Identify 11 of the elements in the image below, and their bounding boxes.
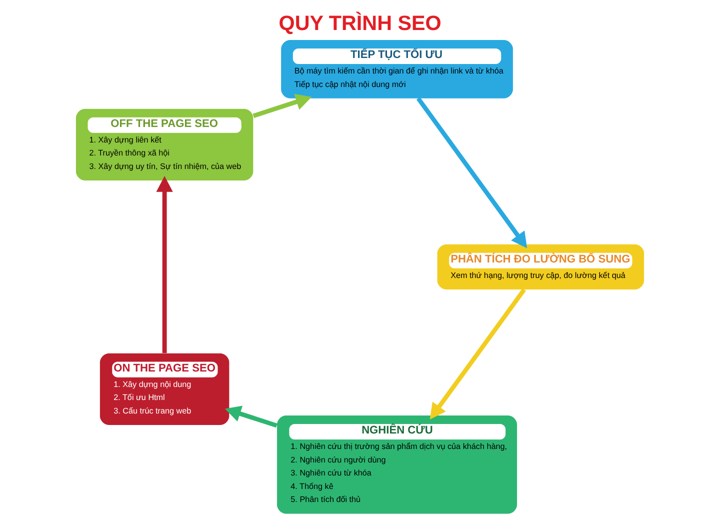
node-box: TIẾP TỤC TỐI ƯU Bộ máy tìm kiếm cần thời gian để ghi nhận link và từ khóa Tiếp tục cập nhật nội dung mới — [281, 40, 513, 98]
arrow — [416, 97, 528, 248]
node-box: ON THE PAGE SEO 1. Xây dựng nội dung 2. Tối ưu Html 3. Cấu trúc trang web — [100, 353, 230, 425]
node-box: PHÂN TÍCH ĐO LƯỜNG BỔ SUNG Xem thứ hạng, lượng truy cập, đo lường kết quả — [437, 244, 644, 290]
diagram-title: QUY TRÌNH SEO — [278, 12, 442, 35]
arrow — [156, 176, 173, 354]
arrow — [224, 406, 278, 428]
arrow — [252, 94, 312, 118]
node-box: OFF THE PAGE SEO 1. Xây dựng liên kết 2. Truyền thông xã hội 3. Xây dựng uy tín, Sự tín nhiệm, của web — [76, 108, 254, 181]
arrow — [430, 288, 526, 420]
node-box: NGHIÊN CỨU 1. Nghiên cứu thị trường sản phẩm dịch vụ của khách hàng, 2. Nghiên cứu người dùng 3. Nghiên cứu từ khóa 4. Thống kê 5. Phân tích đối thủ — [277, 416, 517, 514]
